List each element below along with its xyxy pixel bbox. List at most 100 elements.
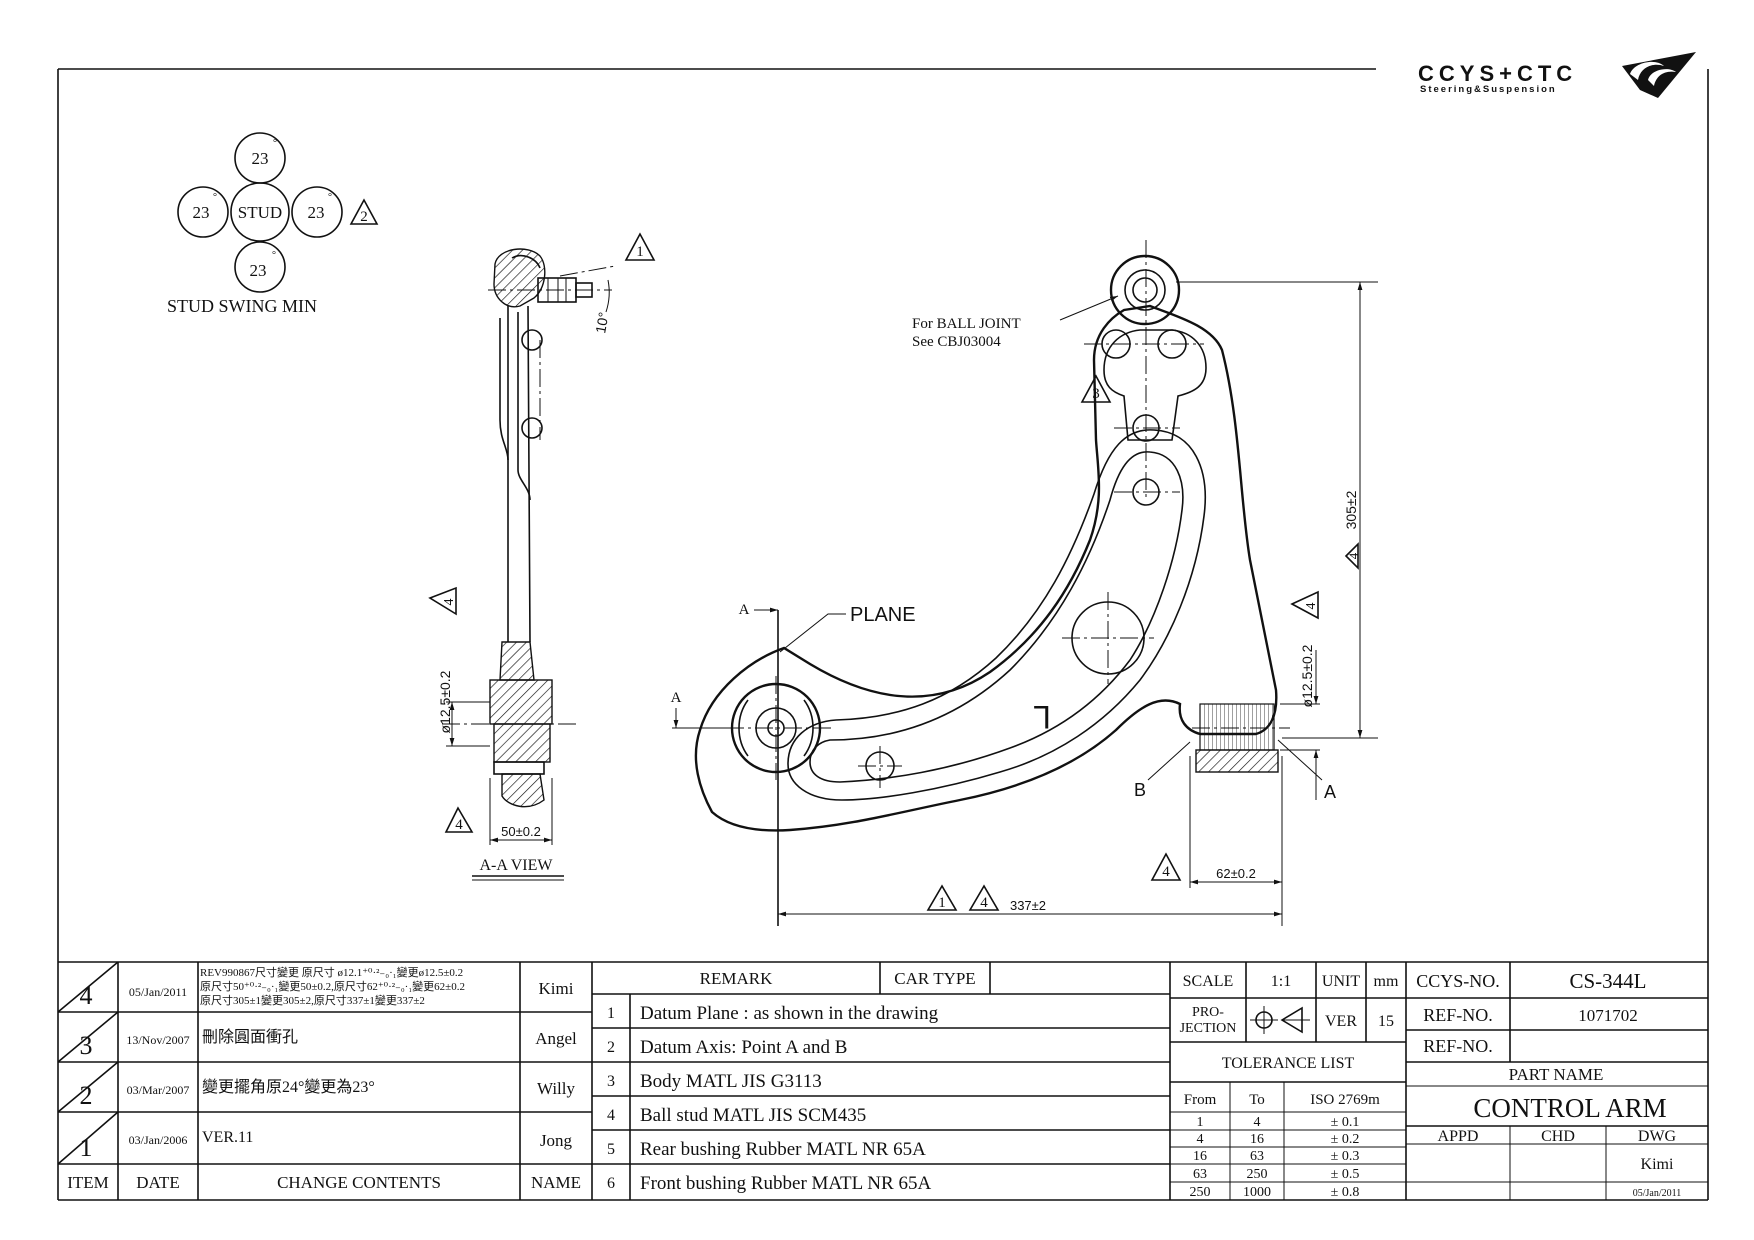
swing-right-value: 23 bbox=[308, 203, 325, 222]
tol-value: ± 0.5 bbox=[1331, 1167, 1360, 1182]
bush-width-label: 62±0.2 bbox=[1216, 866, 1256, 881]
dwg-name: Kimi bbox=[1641, 1156, 1674, 1173]
arm-plate bbox=[507, 305, 531, 643]
rev-name-3: Angel bbox=[535, 1029, 577, 1048]
rev-content-2: 變更擺角原24°變更為23° bbox=[202, 1078, 375, 1096]
bushing-section bbox=[489, 679, 553, 725]
tol-to: 4 bbox=[1254, 1115, 1261, 1130]
rear-bushing bbox=[1199, 703, 1275, 751]
logo-tagline: Steering&Suspension bbox=[1420, 84, 1557, 95]
logo-brand: CCYS+CTC bbox=[1418, 61, 1577, 86]
revision-triangle: 4 bbox=[1344, 542, 1361, 570]
ball-joint-plate bbox=[1103, 329, 1207, 441]
plane-label: PLANE bbox=[850, 604, 916, 626]
ref-no-label-2: REF-NO. bbox=[1423, 1036, 1493, 1056]
left-part-mark: L bbox=[1033, 699, 1051, 735]
projection-label-2: JECTION bbox=[1180, 1021, 1237, 1036]
tol-value: ± 0.3 bbox=[1331, 1149, 1360, 1164]
degree-mark: ° bbox=[273, 138, 277, 149]
logo-swoosh-icon bbox=[1622, 52, 1696, 98]
remark-3-text: Body MATL JIS G3113 bbox=[640, 1071, 822, 1092]
revision-triangle: 4 bbox=[1290, 590, 1319, 620]
svg-text:4: 4 bbox=[980, 895, 988, 911]
ver-label: VER bbox=[1325, 1013, 1357, 1030]
rev-content-4-line1: REV990867尺寸變更 原尺寸 ø12.1⁺⁰·²₋₀·₁變更ø12.5±0… bbox=[200, 965, 463, 979]
length-label: 337±2 bbox=[1010, 898, 1046, 913]
car-type-header: CAR TYPE bbox=[894, 969, 975, 988]
ref-no-value-1: 1071702 bbox=[1578, 1006, 1638, 1025]
remark-1-text: Datum Plane : as shown in the drawing bbox=[640, 1003, 939, 1024]
swing-circle-bottom bbox=[234, 241, 286, 293]
remark-no: 6 bbox=[607, 1175, 615, 1192]
tol-value: ± 0.2 bbox=[1331, 1132, 1360, 1147]
tol-header-to: To bbox=[1249, 1092, 1265, 1108]
tol-from: 1 bbox=[1197, 1115, 1204, 1130]
side-width-label: 50±0.2 bbox=[501, 824, 541, 839]
revision-triangle: 4 bbox=[428, 586, 457, 616]
scale-value: 1:1 bbox=[1271, 973, 1291, 990]
a-a-view-caption: A-A VIEW bbox=[479, 857, 553, 874]
remark-no: 5 bbox=[607, 1141, 615, 1158]
projection-label-1: PRO- bbox=[1192, 1005, 1224, 1020]
chd-label: CHD bbox=[1541, 1128, 1575, 1145]
revision-table: 4 05/Jan/2011 REV990867尺寸變更 原尺寸 ø12.1⁺⁰·… bbox=[67, 965, 581, 1192]
title-block-grid bbox=[57, 961, 1708, 1200]
revision-triangle: 1 bbox=[926, 884, 958, 911]
rev-name-1: Jong bbox=[540, 1131, 573, 1150]
tol-value: ± 0.8 bbox=[1331, 1185, 1360, 1200]
svg-text:1: 1 bbox=[636, 244, 644, 260]
remark-no: 3 bbox=[607, 1073, 615, 1090]
svg-text:4: 4 bbox=[1304, 603, 1319, 610]
tol-to: 250 bbox=[1247, 1167, 1268, 1182]
side-angle-label: 10° bbox=[592, 311, 611, 335]
swing-left-value: 23 bbox=[193, 203, 210, 222]
title-block: CCYS-NO. CS-344L REF-NO. 1071702 REF-NO.… bbox=[1416, 969, 1681, 1199]
ccys-no-label: CCYS-NO. bbox=[1416, 971, 1500, 991]
svg-text:4: 4 bbox=[455, 817, 463, 833]
svg-text:3: 3 bbox=[1092, 386, 1100, 402]
header-change-contents: CHANGE CONTENTS bbox=[277, 1173, 441, 1192]
svg-text:4: 4 bbox=[1346, 552, 1361, 559]
arm-inner-rib bbox=[809, 451, 1184, 783]
tol-to: 1000 bbox=[1243, 1185, 1271, 1200]
tol-to: 16 bbox=[1250, 1132, 1264, 1147]
dwg-label: DWG bbox=[1638, 1128, 1677, 1145]
tolerance-title: TOLERANCE LIST bbox=[1222, 1055, 1355, 1072]
appd-label: APPD bbox=[1438, 1128, 1479, 1145]
svg-text:1: 1 bbox=[938, 895, 946, 911]
remark-header: REMARK bbox=[700, 969, 773, 988]
remark-no: 4 bbox=[607, 1107, 615, 1124]
section-a-left: A bbox=[671, 690, 682, 706]
swing-circle-center bbox=[230, 182, 290, 242]
header-item: ITEM bbox=[67, 1173, 109, 1192]
swing-circle-right bbox=[291, 186, 343, 238]
unit-value: mm bbox=[1374, 973, 1399, 990]
remark-table: REMARK CAR TYPE 1 Datum Plane : as shown… bbox=[607, 969, 976, 1194]
part-name: CONTROL ARM bbox=[1473, 1093, 1666, 1123]
plan-diameter-label: ø12.5±0.2 bbox=[1299, 644, 1315, 707]
revision-triangle: 1 bbox=[624, 232, 656, 261]
rev-content-4-line2: 原尺寸50⁺⁰·²₋₀·₁變更50±0.2,原尺寸62⁺⁰·²₋₀·₁變更62±… bbox=[200, 979, 465, 993]
rev-content-3: 刪除圓面衝孔 bbox=[202, 1028, 298, 1046]
remark-2-text: Datum Axis: Point A and B bbox=[640, 1037, 847, 1058]
plan-view: For BALL JOINT See CBJ03004 3 A PLANE A … bbox=[671, 240, 1378, 926]
side-view-a-a: 10° 1 4 ø12.5±0.2 4 bbox=[428, 232, 656, 881]
height-label: 305±2 bbox=[1343, 490, 1359, 529]
unit-label: UNIT bbox=[1322, 973, 1360, 990]
point-a-label: A bbox=[1324, 782, 1336, 802]
tol-header-from: From bbox=[1184, 1092, 1217, 1108]
point-b-label: B bbox=[1134, 780, 1146, 800]
ref-no-label-1: REF-NO. bbox=[1423, 1005, 1493, 1025]
third-angle-projection-icon bbox=[1250, 1006, 1310, 1034]
rev-content-4-line3: 原尺寸305±1變更305±2,原尺寸337±1變更337±2 bbox=[200, 993, 425, 1007]
ball-joint-socket bbox=[1109, 254, 1181, 326]
ball-joint-note-2: See CBJ03004 bbox=[912, 334, 1001, 350]
rev-name-2: Willy bbox=[537, 1079, 576, 1098]
stud-swing-diagram: 23 ° 23 ° STUD 23 ° 23 ° 2 STUD SWING MI… bbox=[167, 132, 379, 316]
spec-block: SCALE 1:1 UNIT mm PRO- JECTION VER 15 TO… bbox=[1180, 973, 1399, 1200]
ver-value: 15 bbox=[1378, 1013, 1394, 1030]
rev-item-2: 2 bbox=[80, 1081, 93, 1110]
rev-date-4: 05/Jan/2011 bbox=[129, 985, 187, 999]
angle-arc bbox=[605, 279, 610, 313]
revision-triangle: 2 bbox=[349, 198, 379, 225]
